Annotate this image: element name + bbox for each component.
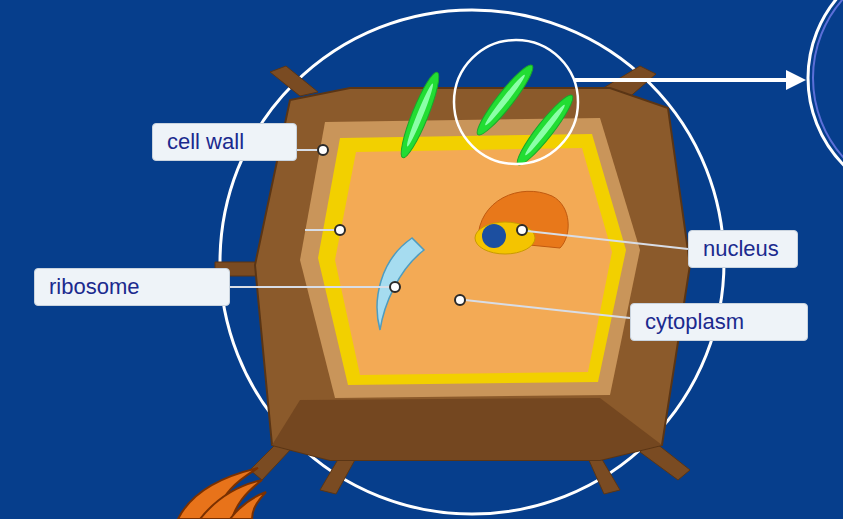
zoom-arrowhead [786, 70, 806, 90]
label-box: cytoplasm [630, 303, 808, 341]
ribosome-shape [377, 238, 424, 330]
zoom-circle [454, 40, 578, 164]
part-label: cell wall [167, 129, 282, 155]
label-box: nucleus [688, 230, 798, 268]
cell-membrane [318, 134, 626, 385]
cell-wall-outer [255, 88, 690, 460]
label-box: cell wall [152, 123, 297, 161]
leader-dots [318, 145, 527, 305]
cell-wall-inner [300, 118, 640, 398]
zoom-circle-large [808, 0, 843, 202]
zoom-arrow [575, 78, 788, 82]
frame-circle [220, 10, 724, 514]
label-box: ribosome [34, 268, 230, 306]
part-label: ribosome [49, 274, 215, 300]
leader-lines [230, 150, 688, 318]
cell-wall-front [272, 398, 662, 460]
orange-figure [178, 468, 266, 519]
zoom-circle-large-inner [813, 0, 843, 197]
cytoplasm-area [335, 148, 612, 375]
nucleus-shape [475, 191, 568, 254]
part-label: cytoplasm [645, 309, 793, 335]
part-label: nucleus [703, 236, 783, 262]
